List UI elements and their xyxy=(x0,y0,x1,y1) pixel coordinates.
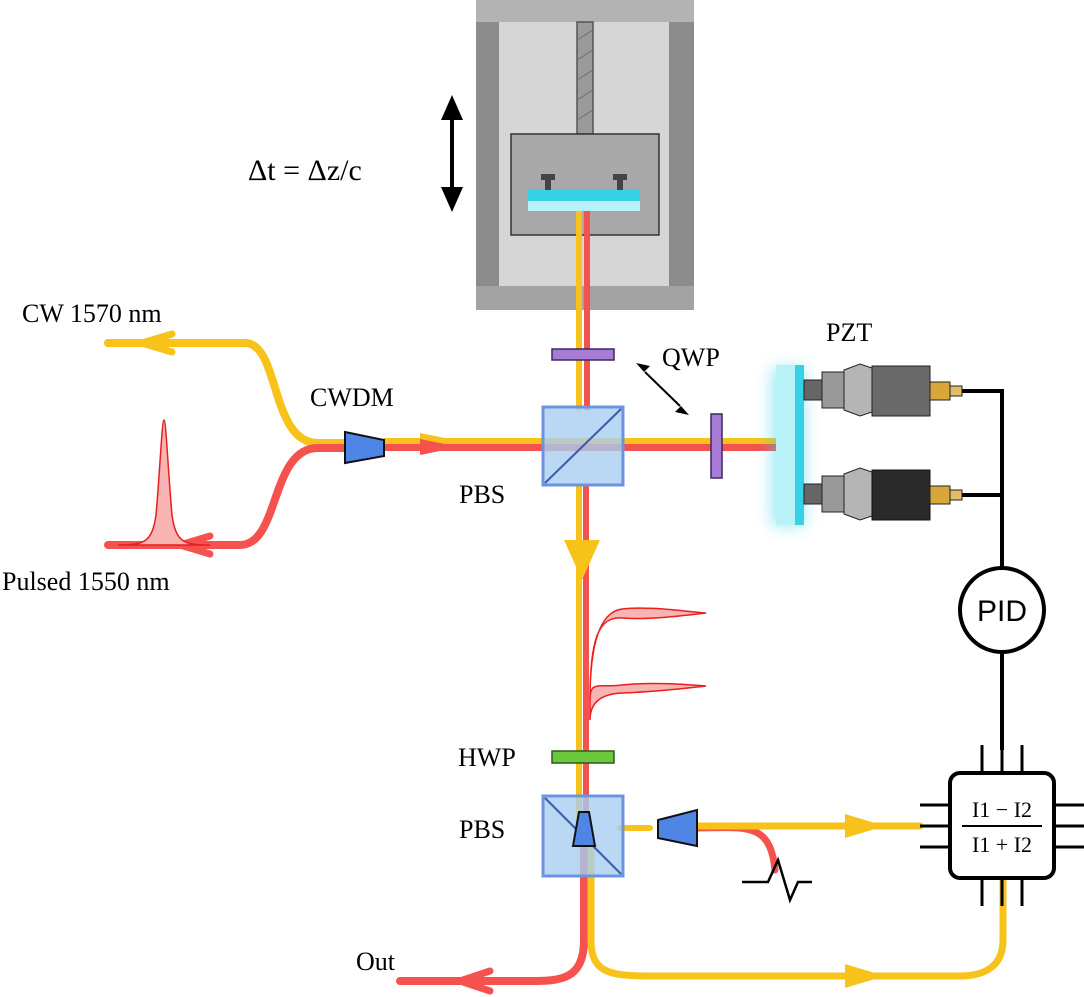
beam-split-out xyxy=(396,841,1007,995)
beam-dump-symbol xyxy=(742,856,812,904)
detector-coupler xyxy=(657,808,698,848)
signal-processor-chip: I1 − I2 I1 + I2 xyxy=(920,745,1084,906)
pbs-top xyxy=(541,405,625,487)
cwdm-coupler xyxy=(344,430,385,465)
pzt-actuator-bottom xyxy=(803,467,963,521)
beam-downward xyxy=(564,485,600,830)
signal-denominator: I1 + I2 xyxy=(972,832,1032,857)
label-out: Out xyxy=(356,947,396,976)
label-pbs-bottom: PBS xyxy=(459,815,505,844)
label-hwp: HWP xyxy=(458,743,516,772)
label-qwp: QWP xyxy=(662,343,720,372)
beam-to-detector xyxy=(617,814,924,874)
qwp-plate xyxy=(551,348,723,479)
signal-numerator: I1 − I2 xyxy=(972,797,1032,822)
label-pulsed-source: Pulsed 1550 nm xyxy=(2,567,170,596)
pzt-actuator-top xyxy=(803,363,963,417)
label-cw-source: CW 1570 nm xyxy=(22,299,162,328)
qwp-rotation-arrow xyxy=(636,363,689,415)
output-pulse-train xyxy=(589,607,707,721)
hwp-plate xyxy=(551,750,615,764)
label-pzt: PZT xyxy=(826,318,872,347)
pid-label: PID xyxy=(977,595,1027,628)
delay-formula: Δt = Δz/c xyxy=(248,154,362,187)
control-wiring xyxy=(962,389,1004,750)
beam-to-delay-stage xyxy=(576,210,590,410)
pzt-mirror xyxy=(772,365,804,526)
pid-controller: PID xyxy=(958,566,1046,654)
output-coupler xyxy=(571,811,597,847)
label-cwdm: CWDM xyxy=(310,383,394,412)
delay-mirror xyxy=(528,174,640,211)
pulsed-fiber xyxy=(104,444,349,558)
cw-fiber xyxy=(104,330,349,447)
stage-motion-arrow xyxy=(441,95,463,212)
input-pulse xyxy=(117,419,211,546)
label-pbs-top: PBS xyxy=(459,480,505,509)
